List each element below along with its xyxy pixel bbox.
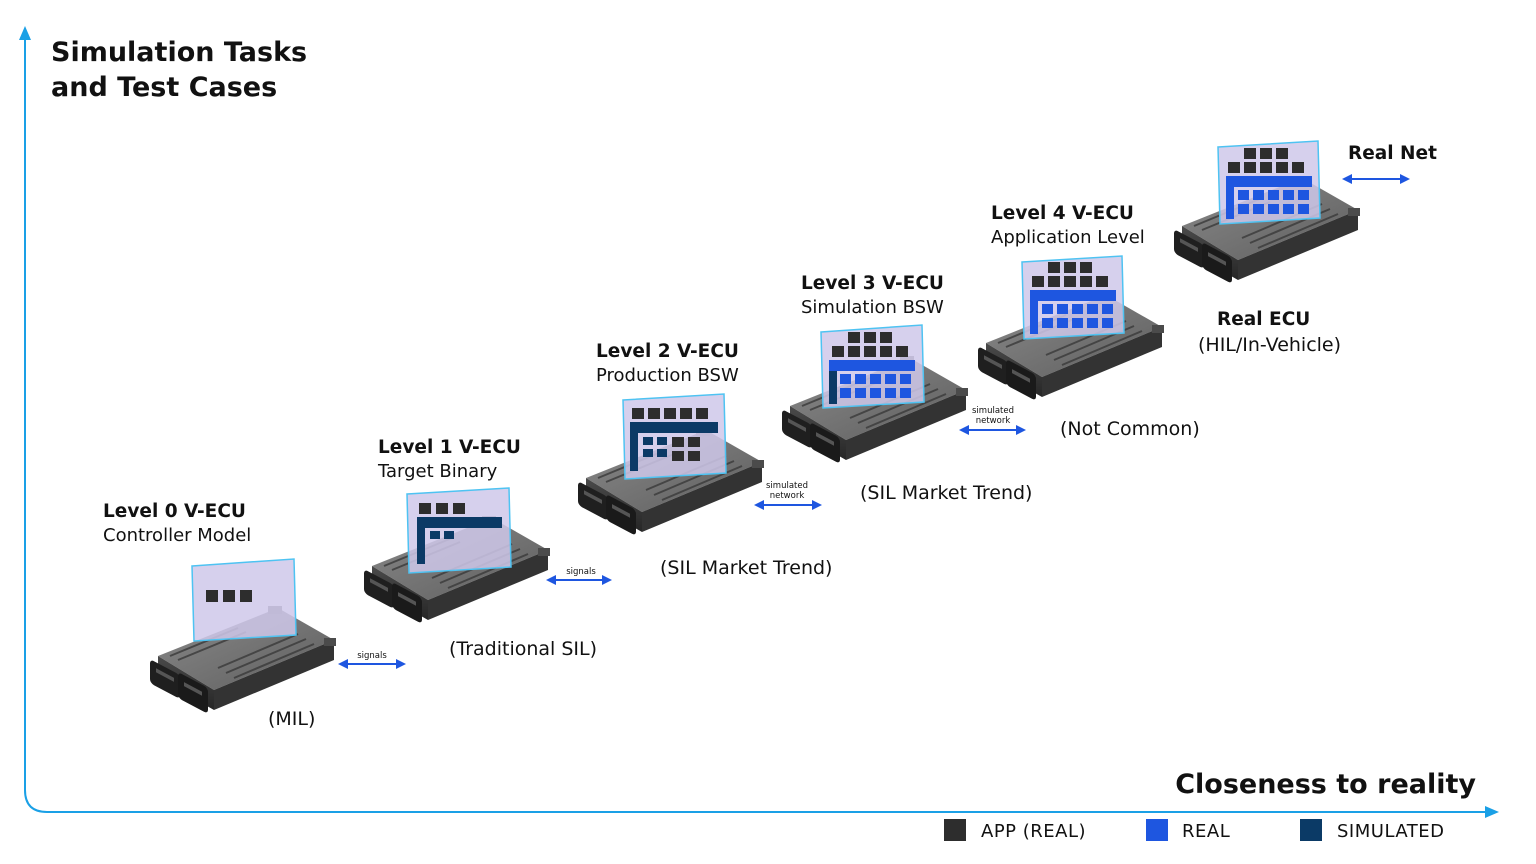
level-1-group: Level 1 V-ECU Target Binary (Traditional… (363, 437, 612, 660)
legend-item-real: REAL (1146, 819, 1230, 842)
level-4-subtitle: Application Level (991, 227, 1145, 248)
level-0-link: signals (338, 651, 406, 669)
chart-title-line2: and Test Cases (51, 72, 277, 103)
level-4-heading: Level 4 V-ECU (991, 203, 1134, 224)
x-axis-label: Closeness to reality (1175, 769, 1476, 800)
legend-label: REAL (1182, 821, 1230, 842)
level-1-heading: Level 1 V-ECU (378, 437, 521, 458)
level-0-panel (191, 558, 297, 642)
level-4-panel (1021, 255, 1125, 340)
level-1-link-label: signals (566, 567, 596, 577)
level-2-group: Level 2 V-ECU Production BSW (577, 341, 832, 579)
legend-label: APP (REAL) (981, 821, 1086, 842)
level-4-group: Level 4 V-ECU Application Level (977, 203, 1200, 440)
level-2-heading: Level 2 V-ECU (596, 341, 739, 362)
level-2-caption: (SIL Market Trend) (660, 557, 832, 579)
level-0-subtitle: Controller Model (103, 525, 251, 546)
legend-swatch (944, 819, 966, 841)
app-block (223, 590, 235, 602)
level-0-group: Level 0 V-ECU Controller Model (MIL) sig… (103, 501, 406, 730)
level-3-heading: Level 3 V-ECU (801, 273, 944, 294)
chart-title-line1: Simulation Tasks (51, 37, 307, 68)
level-3-link-label-2: network (976, 416, 1011, 426)
level-2-link-label-2: network (770, 491, 805, 501)
level-3-link: simulated network (959, 406, 1026, 435)
y-axis-arrowhead (19, 26, 31, 40)
real-net-link: Real Net (1342, 143, 1437, 184)
level-2-subtitle: Production BSW (596, 365, 739, 386)
legend: APP (REAL) REAL SIMULATED (944, 819, 1445, 842)
y-axis-line (24, 36, 1488, 813)
real-net-label: Real Net (1348, 143, 1437, 164)
level-1-caption: (Traditional SIL) (449, 638, 597, 660)
legend-item-simulated: SIMULATED (1300, 819, 1445, 842)
legend-label: SIMULATED (1337, 821, 1445, 842)
level-3-panel (820, 324, 925, 409)
level-2-link: simulated network (754, 481, 822, 510)
legend-item-app-real: APP (REAL) (944, 819, 1086, 842)
level-4-caption: (Not Common) (1060, 418, 1200, 440)
level-2-panel (622, 393, 727, 480)
axes (19, 26, 1499, 818)
app-block (240, 590, 252, 602)
x-axis-arrowhead (1485, 806, 1499, 818)
real-ecu-caption: (HIL/In-Vehicle) (1198, 334, 1341, 356)
level-1-link: signals (546, 567, 612, 585)
legend-swatch (1146, 819, 1168, 841)
real-ecu-panel (1217, 140, 1321, 225)
level-3-subtitle: Simulation BSW (801, 297, 944, 318)
level-0-link-label: signals (357, 651, 387, 661)
level-2-link-label-1: simulated (766, 481, 808, 491)
level-1-panel (406, 487, 512, 574)
legend-swatch (1300, 819, 1322, 841)
real-ecu-heading: Real ECU (1217, 309, 1310, 330)
level-0-heading: Level 0 V-ECU (103, 501, 246, 522)
level-0-caption: (MIL) (268, 708, 315, 730)
real-ecu-group: Real ECU (HIL/In-Vehicle) Real Net (1173, 140, 1437, 356)
level-3-group: Level 3 V-ECU Simulation BSW (781, 273, 1032, 504)
level-3-link-label-1: simulated (972, 406, 1014, 416)
level-3-caption: (SIL Market Trend) (860, 482, 1032, 504)
app-block (206, 590, 218, 602)
level-1-subtitle: Target Binary (377, 461, 498, 482)
